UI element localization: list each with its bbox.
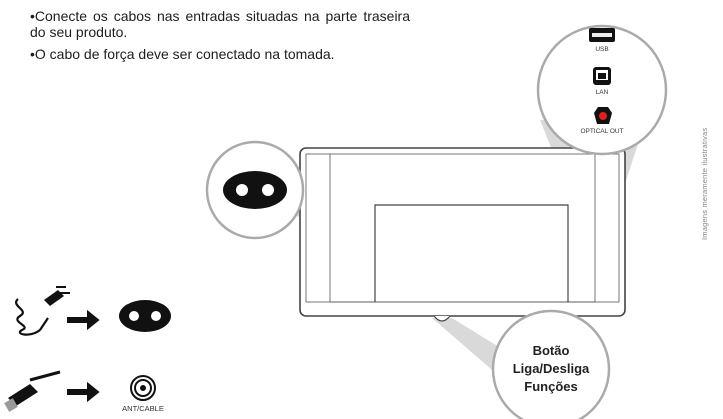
arrow-antenna-icon (67, 381, 100, 403)
power-button-bump (433, 315, 451, 322)
instruction-connect-cables: •Conecte os cabos nas entradas situadas … (30, 8, 410, 40)
arrow-power-icon (67, 309, 100, 331)
power-button-label-line3: Funções (524, 379, 578, 394)
lan-label: LAN (595, 89, 609, 96)
antenna-cable-icon (4, 370, 61, 412)
instruction-power-cable: •O cabo de força deve ser conectado na t… (30, 46, 335, 62)
tv-rear-frame (299, 147, 626, 317)
power-button-label-line2: Liga/Desliga (512, 361, 590, 376)
optical-port-icon (594, 107, 612, 124)
power-button-label-line1: Botão (532, 343, 570, 358)
antenna-port-icon (130, 375, 156, 401)
usb-label: USB (595, 46, 609, 53)
ports-callout (536, 24, 668, 156)
instructions: •Conecte os cabos nas entradas situadas … (30, 8, 410, 68)
power-socket-small-icon (119, 300, 171, 332)
power-plug-icon (44, 290, 64, 306)
power-button-label: Botão Liga/Desliga Funções (495, 342, 607, 396)
antenna-label: ANT/CABLE (122, 404, 164, 413)
lan-port-icon (593, 67, 611, 85)
optical-label: OPTICAL OUT (580, 128, 624, 135)
power-cable-icon (15, 298, 49, 336)
tv-stand-area (374, 204, 569, 302)
power-button-callout (491, 309, 611, 419)
power-socket-icon (223, 171, 287, 209)
usb-port-icon (589, 28, 615, 42)
